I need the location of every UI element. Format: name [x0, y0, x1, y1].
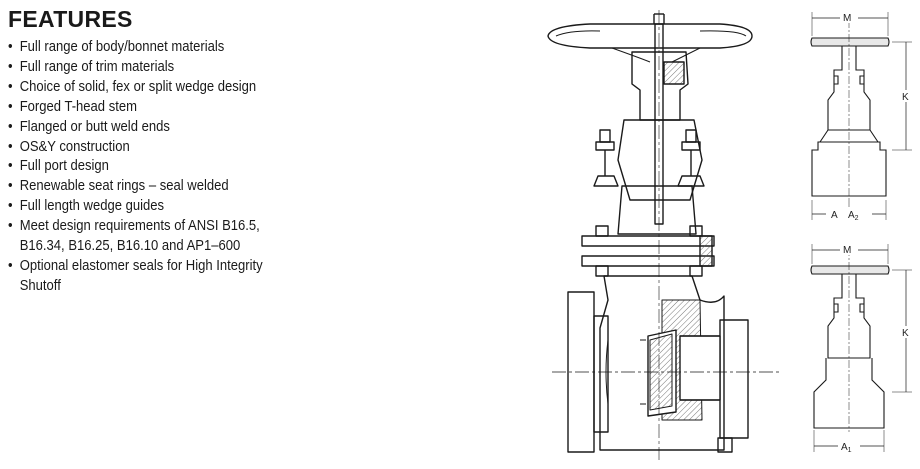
feature-item: Optional elastomer seals for High Integr… — [8, 257, 305, 297]
bonnet-flange — [581, 225, 715, 277]
features-list: Full range of body/bonnet materials Full… — [8, 38, 338, 297]
dimension-sketch-flanged — [810, 12, 912, 220]
feature-item: Full range of trim materials — [8, 58, 305, 78]
dimension-sketch-buttweld — [810, 244, 912, 452]
features-title: FEATURES — [8, 6, 133, 32]
features-section: FEATURES Full range of body/bonnet mater… — [8, 6, 338, 297]
feature-item: Full port design — [8, 157, 305, 177]
feature-item: Choice of solid, fex or split wedge desi… — [8, 78, 305, 98]
yoke-bolts — [593, 129, 705, 187]
yoke — [617, 51, 703, 201]
feature-item: OS&Y construction — [8, 138, 305, 158]
feature-item: Full range of body/bonnet materials — [8, 38, 305, 58]
bonnet — [617, 185, 697, 235]
feature-item: Renewable seat rings – seal welded — [8, 177, 305, 197]
dim-label-a: A — [831, 210, 838, 221]
dim-label-k: K — [902, 328, 909, 339]
feature-item: Forged T-head stem — [8, 98, 305, 118]
feature-item: Full length wedge guides — [8, 197, 305, 217]
dim-label-k: K — [902, 92, 909, 103]
dimension-labels-bottom: M K A1 — [838, 243, 913, 454]
dim-label-m: M — [843, 245, 851, 256]
dim-label-m: M — [843, 13, 851, 24]
feature-item: Meet design requirements of ANSI B16.5,B… — [8, 217, 305, 257]
handwheel — [547, 13, 753, 63]
dim-label-a2: A2 — [848, 210, 859, 222]
dim-label-a1: A1 — [841, 442, 852, 454]
dimension-labels-top: M K A A2 — [826, 11, 913, 222]
gate-valve-cutaway — [547, 10, 780, 460]
feature-item: Flanged or butt weld ends — [8, 118, 305, 138]
